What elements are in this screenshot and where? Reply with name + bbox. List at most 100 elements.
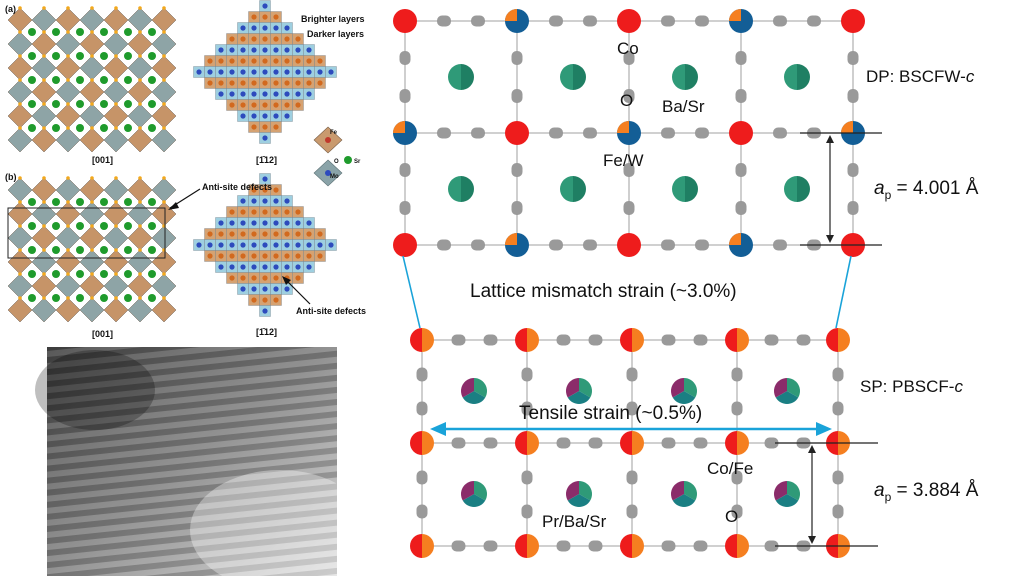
ba-sr-atom bbox=[560, 176, 586, 202]
legend-sr-label: Sr bbox=[354, 159, 361, 165]
cluster-atom bbox=[229, 231, 235, 237]
co-atom bbox=[393, 233, 417, 257]
octahedron bbox=[151, 225, 177, 251]
octahedron bbox=[127, 249, 153, 275]
octahedron bbox=[31, 127, 57, 153]
oxygen-site bbox=[18, 6, 22, 10]
octahedron bbox=[79, 273, 105, 299]
sr-atom bbox=[28, 100, 36, 108]
sr-atom bbox=[100, 28, 108, 36]
dp-basr-label: Ba/Sr bbox=[662, 97, 705, 116]
legend-o-label: O bbox=[334, 159, 339, 165]
sr-atom bbox=[76, 198, 84, 206]
oxygen-atom bbox=[556, 334, 571, 346]
cluster-atom bbox=[284, 264, 290, 270]
ba-sr-atom bbox=[784, 176, 810, 202]
oxygen-site bbox=[18, 248, 22, 252]
co-fe-atom bbox=[620, 431, 644, 455]
oxygen-atom bbox=[399, 163, 411, 177]
cluster-atom bbox=[251, 264, 257, 270]
cluster-atom bbox=[295, 91, 301, 97]
oxygen-site bbox=[66, 200, 70, 204]
octahedron bbox=[151, 127, 177, 153]
sr-atom bbox=[124, 28, 132, 36]
cluster-atom bbox=[240, 36, 246, 42]
octahedron bbox=[55, 103, 81, 129]
oxygen-atom bbox=[588, 540, 603, 552]
octahedron bbox=[103, 201, 129, 227]
cluster-atom bbox=[284, 36, 290, 42]
oxygen-atom bbox=[521, 367, 533, 382]
oxygen-site bbox=[42, 54, 46, 58]
oxygen-site bbox=[138, 176, 142, 180]
sr-atom bbox=[100, 222, 108, 230]
octahedron bbox=[127, 297, 153, 323]
cluster-atom bbox=[251, 198, 257, 204]
co-fe-atom bbox=[410, 431, 434, 455]
oxygen-site bbox=[162, 78, 166, 82]
oxygen-atom bbox=[661, 334, 676, 346]
sr-atom bbox=[52, 198, 60, 206]
cluster-atom bbox=[273, 91, 279, 97]
octahedron bbox=[7, 103, 33, 129]
octahedron bbox=[151, 297, 177, 323]
panel-a-dir-left: [001] bbox=[92, 155, 113, 165]
pr-ba-sr-atom bbox=[461, 378, 488, 404]
oxygen-atom bbox=[764, 437, 779, 449]
sr-atom bbox=[52, 222, 60, 230]
oxygen-atom bbox=[399, 89, 411, 103]
cluster-atom bbox=[251, 220, 257, 226]
cluster-atom bbox=[284, 209, 290, 215]
oxygen-site bbox=[66, 272, 70, 276]
co-fe-atom bbox=[410, 328, 434, 352]
sr-atom bbox=[28, 222, 36, 230]
oxygen-site bbox=[90, 126, 94, 130]
cluster-atom bbox=[229, 69, 235, 75]
cluster-atom bbox=[251, 113, 257, 119]
octahedron bbox=[7, 79, 33, 105]
oxygen-atom bbox=[471, 15, 485, 27]
cluster-atom bbox=[262, 286, 268, 292]
oxygen-site bbox=[66, 30, 70, 34]
cluster-atom bbox=[306, 220, 312, 226]
octahedron bbox=[31, 297, 57, 323]
cluster-atom bbox=[251, 47, 257, 53]
octahedron bbox=[55, 201, 81, 227]
sr-atom bbox=[76, 246, 84, 254]
oxygen-atom bbox=[626, 401, 638, 416]
sr-atom bbox=[148, 124, 156, 132]
oxygen-atom bbox=[588, 437, 603, 449]
panel-a-label: (a) bbox=[5, 4, 16, 14]
sr-atom bbox=[52, 124, 60, 132]
oxygen-site bbox=[114, 6, 118, 10]
oxygen-site bbox=[18, 78, 22, 82]
cluster-atom bbox=[262, 36, 268, 42]
cluster-atom bbox=[284, 198, 290, 204]
oxygen-site bbox=[42, 272, 46, 276]
oxygen-site bbox=[18, 54, 22, 58]
cluster-atom bbox=[251, 242, 257, 248]
oxygen-site bbox=[90, 272, 94, 276]
sr-atom bbox=[52, 246, 60, 254]
octahedron bbox=[103, 273, 129, 299]
oxygen-site bbox=[114, 126, 118, 130]
sr-atom bbox=[148, 198, 156, 206]
octahedron bbox=[7, 225, 33, 251]
oxygen-atom bbox=[693, 437, 708, 449]
oxygen-site bbox=[138, 248, 142, 252]
oxygen-site bbox=[42, 30, 46, 34]
sr-atom bbox=[124, 294, 132, 302]
oxygen-site bbox=[162, 200, 166, 204]
cluster-atom bbox=[317, 231, 323, 237]
tensile-arrowhead-right bbox=[816, 422, 832, 436]
sr-atom bbox=[124, 52, 132, 60]
octahedron bbox=[151, 55, 177, 81]
cluster-atom bbox=[262, 124, 268, 130]
oxygen-atom bbox=[583, 239, 597, 251]
oxygen-site bbox=[18, 224, 22, 228]
oxygen-site bbox=[90, 54, 94, 58]
sp-phase-label: SP: PBSCF-c bbox=[860, 377, 963, 396]
cluster-atom bbox=[273, 286, 279, 292]
sr-atom bbox=[76, 52, 84, 60]
